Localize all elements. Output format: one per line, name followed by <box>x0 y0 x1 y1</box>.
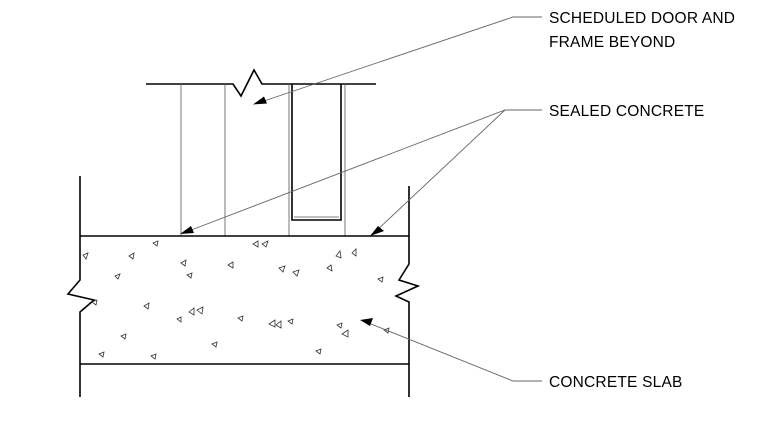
aggregate-triangle <box>98 351 105 358</box>
leader-concrete-slab <box>360 318 542 382</box>
slab-left-break-line <box>66 176 96 397</box>
leader-line <box>365 321 542 382</box>
aggregate-triangle <box>315 348 322 355</box>
arrowhead-slab <box>360 318 373 326</box>
aggregate-triangle <box>211 341 218 348</box>
arrowhead-door <box>253 96 267 105</box>
aggregate-triangle <box>188 307 195 316</box>
leader-line <box>185 109 542 233</box>
aggregate-triangle <box>278 265 286 273</box>
aggregate-triangle <box>252 240 259 248</box>
aggregate-triangle <box>150 353 157 360</box>
slab-right-break-line <box>394 186 421 397</box>
aggregate-triangle <box>326 264 333 272</box>
aggregate-triangle <box>180 259 187 267</box>
arrowhead-sealed-right <box>370 226 384 236</box>
aggregate-triangle <box>120 333 127 340</box>
aggregate-triangle <box>152 240 159 247</box>
aggregate-triangle <box>377 276 384 283</box>
leader-line <box>257 16 542 104</box>
door-break-line <box>146 68 376 98</box>
door-frame-profile <box>291 84 342 221</box>
leader-scheduled-door <box>253 16 542 105</box>
label-sealed-concrete: SEALED CONCRETE <box>549 103 704 120</box>
aggregate-triangle <box>261 240 269 248</box>
leader-line <box>374 109 506 233</box>
aggregate-triangle <box>176 316 182 323</box>
concrete-slab <box>66 176 421 397</box>
aggregate-triangle <box>128 252 135 260</box>
aggregate-triangle <box>341 329 349 338</box>
aggregate-triangle <box>336 322 343 329</box>
door-frame-beyond <box>146 68 376 236</box>
aggregate-triangle <box>143 302 150 310</box>
aggregate-triangle <box>227 261 234 269</box>
aggregate-triangle <box>383 327 390 334</box>
aggregate-triangle <box>196 306 204 315</box>
label-scheduled-door-line1: SCHEDULED DOOR AND <box>549 10 735 27</box>
label-scheduled-door-line2: FRAME BEYOND <box>549 34 675 51</box>
aggregate-triangle <box>91 299 98 306</box>
aggregate-triangle <box>292 269 300 277</box>
aggregate-triangle <box>275 320 282 329</box>
label-concrete-slab: CONCRETE SLAB <box>549 374 683 391</box>
aggregate-triangle <box>335 250 342 259</box>
aggregate-triangle <box>351 248 357 257</box>
aggregate-triangle <box>287 318 294 325</box>
concrete-aggregate-hatch <box>82 240 390 360</box>
leader-sealed-concrete <box>180 109 542 236</box>
aggregate-triangle <box>186 272 193 279</box>
aggregate-triangle <box>268 319 276 328</box>
aggregate-triangle <box>114 273 121 280</box>
aggregate-triangle <box>237 315 244 322</box>
arrowhead-sealed-left <box>180 226 194 234</box>
aggregate-triangle <box>82 252 89 260</box>
